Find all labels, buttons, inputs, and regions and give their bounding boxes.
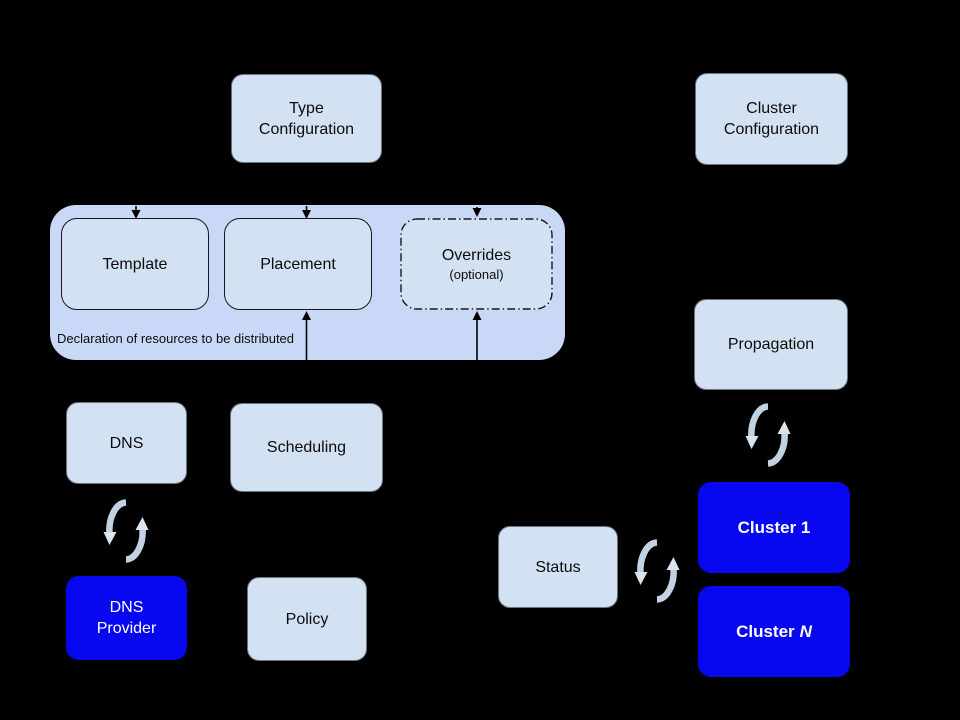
node-label: Status	[535, 558, 581, 576]
node-label: Cluster	[746, 100, 797, 117]
node-label: Provider	[96, 620, 157, 637]
node-status: Status	[498, 526, 618, 608]
node-label: DNS	[109, 599, 144, 616]
node-label: Placement	[260, 255, 336, 273]
sync-icon	[103, 499, 149, 563]
node-label: Overrides	[441, 247, 512, 264]
sync-icon	[634, 539, 680, 603]
node-label: Policy	[285, 610, 329, 628]
node-scheduling: Scheduling	[230, 403, 383, 492]
arrow-policy-to-overrides	[472, 311, 482, 500]
node-label: Cluster 1	[737, 518, 811, 537]
arrow-typeconfig-to-placement	[302, 166, 311, 219]
node-dns-provider: DNS Provider	[66, 576, 187, 660]
node-cluster-n: Cluster N	[698, 586, 850, 677]
node-overrides: Overrides (optional)	[400, 218, 553, 310]
node-label: Configuration	[723, 121, 820, 138]
arrow-typeconfig-to-template	[131, 166, 141, 219]
node-type-configuration: Type Configuration	[231, 74, 382, 163]
resource-declaration-caption: Declaration of resources to be distribut…	[57, 331, 295, 346]
dash-dot-border	[400, 218, 553, 310]
node-label: Configuration	[258, 120, 355, 138]
node-sublabel: (optional)	[449, 267, 504, 282]
node-label: Cluster N	[736, 622, 812, 641]
node-label: Type	[289, 99, 324, 117]
node-cluster-configuration: Cluster Configuration	[695, 73, 848, 165]
node-propagation: Propagation	[694, 299, 848, 390]
node-label: Propagation	[727, 336, 815, 353]
node-label: Scheduling	[266, 439, 347, 456]
node-dns: DNS	[66, 402, 187, 484]
node-cluster-1: Cluster 1	[698, 482, 850, 573]
node-template: Template	[61, 218, 209, 310]
arrow-typeconfig-to-overrides	[472, 168, 482, 217]
node-label: Template	[102, 255, 168, 273]
node-label: DNS	[109, 434, 144, 452]
sync-icon	[745, 403, 791, 467]
node-placement: Placement	[224, 218, 372, 310]
node-policy: Policy	[247, 577, 367, 661]
